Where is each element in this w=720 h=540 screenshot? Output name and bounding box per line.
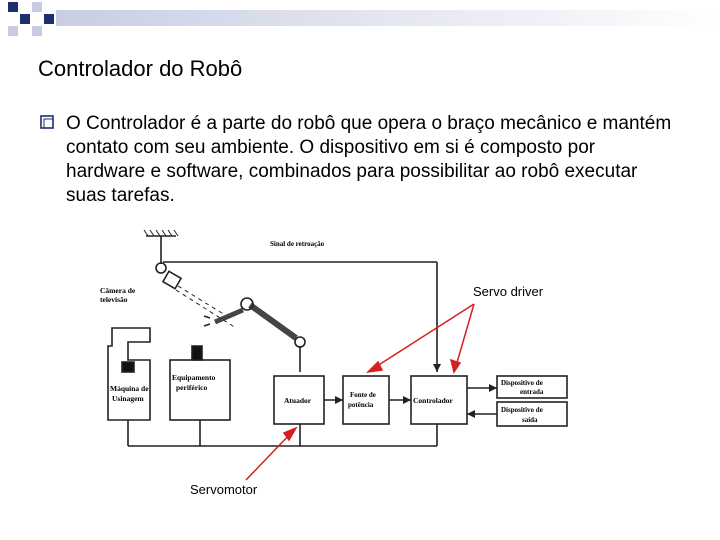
controller-label: Controlador <box>413 396 454 405</box>
feedback-label: Sinal de retroação <box>270 240 325 248</box>
arrow-to-actuator-icon <box>282 426 298 442</box>
square-bullet-icon <box>40 115 54 129</box>
servo-driver-callout: Servo driver <box>473 284 544 299</box>
servomotor-callout: Servomotor <box>190 482 258 497</box>
arrow-to-controller-icon <box>449 358 462 374</box>
power-label-line2: potência <box>348 401 374 409</box>
camera-label-line2: televisão <box>100 295 128 304</box>
peripheral-label-line2: periférico <box>176 383 207 392</box>
input-label-line1: Dispositivo de <box>501 379 543 387</box>
input-label-line2: entrada <box>520 388 544 396</box>
power-label-line1: Fonte de <box>350 391 376 399</box>
machine-label-line1: Máquina de <box>110 384 149 393</box>
slide-title: Controlador do Robô <box>38 56 243 81</box>
output-label-line2: saída <box>522 416 538 424</box>
peripheral-label-line1: Equipamento <box>172 373 216 382</box>
decorative-header-pattern <box>8 2 720 36</box>
bullet-text: O Controlador é a parte do robô que oper… <box>66 113 672 206</box>
camera-label-line1: Câmera de <box>100 286 136 295</box>
actuator-label: Atuador <box>284 396 312 405</box>
machine-label-line2: Usinagem <box>112 394 144 403</box>
arrow-to-power-icon <box>365 360 384 374</box>
output-label-line1: Dispositivo de <box>501 406 543 414</box>
